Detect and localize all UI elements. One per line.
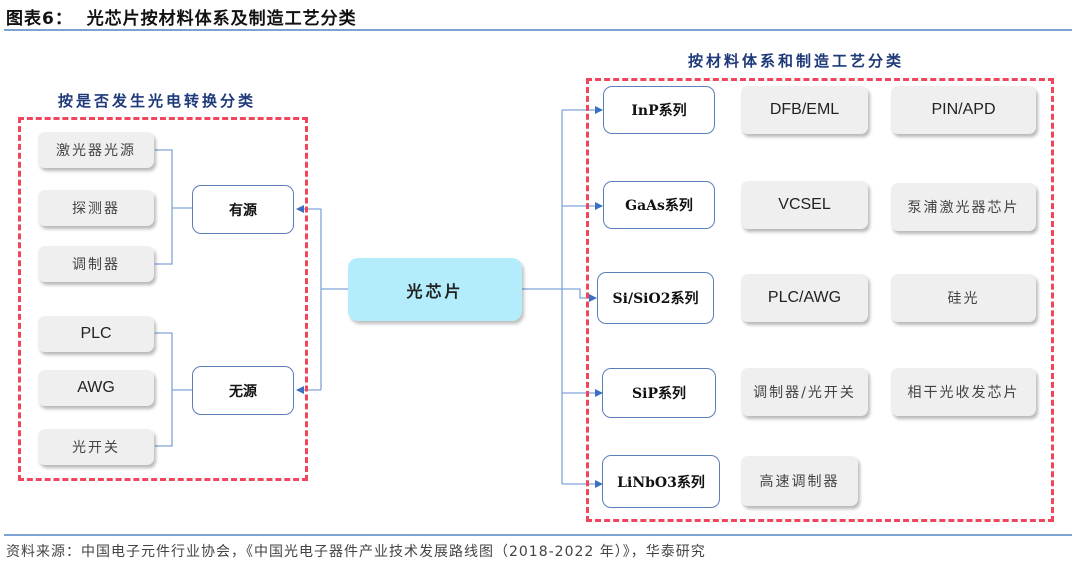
left-item-modulator: 调制器 (38, 246, 154, 282)
left-item-laser-source: 激光器光源 (38, 132, 154, 168)
left-item-detector: 探测器 (38, 190, 154, 226)
figure-number: 6 (42, 9, 55, 29)
figure-title: 图表6： 光芯片按材料体系及制造工艺分类 (6, 4, 357, 29)
inp-item-pin-apd: PIN/APD (891, 86, 1036, 134)
figure-title-prefix: 图表 (6, 9, 42, 29)
linbo3-item-high-speed-modulator: 高速调制器 (741, 456, 858, 506)
figure-title-sep: ： (54, 9, 73, 29)
gaas-item-vcsel: VCSEL (741, 181, 868, 229)
connector-active-items (155, 149, 192, 265)
top-rule (4, 29, 1072, 31)
row-linbo3-label: LiNbO3系列 (602, 455, 720, 508)
left-item-awg: AWG (38, 370, 154, 406)
connector-center-left (320, 209, 348, 390)
bottom-rule (4, 534, 1072, 536)
si-item-plc-awg: PLC/AWG (741, 274, 868, 322)
inp-item-dfb-eml: DFB/EML (741, 86, 868, 134)
row-inp-label: InP系列 (603, 86, 715, 134)
left-section-frame (18, 117, 308, 481)
si-item-silicon-photonics: 硅光 (891, 274, 1036, 322)
source-note: 资料来源：中国电子元件行业协会，《中国光电子器件产业技术发展路线图（2018-2… (6, 544, 706, 560)
left-item-optical-switch: 光开关 (38, 429, 154, 465)
row-sip-label: SiP系列 (602, 368, 716, 418)
right-section-title: 按材料体系和制造工艺分类 (688, 52, 905, 70)
connector-center-right (522, 110, 563, 484)
left-section-title: 按是否发生光电转换分类 (58, 92, 257, 110)
figure-title-text: 光芯片按材料体系及制造工艺分类 (86, 9, 357, 29)
sip-item-coherent-transceiver: 相干光收发芯片 (891, 368, 1036, 416)
center-optical-chip: 光芯片 (348, 258, 522, 321)
connector-passive-items (155, 332, 192, 447)
left-item-plc: PLC (38, 316, 154, 352)
right-section-frame (586, 78, 1054, 522)
gaas-item-pump-laser-chip: 泵浦激光器芯片 (891, 183, 1036, 231)
group-passive: 无源 (192, 366, 294, 415)
sip-item-modulator-switch: 调制器/光开关 (741, 368, 868, 416)
group-active: 有源 (192, 185, 294, 234)
row-si-sio2-label: Si/SiO2系列 (597, 272, 714, 324)
row-gaas-label: GaAs系列 (603, 181, 715, 229)
